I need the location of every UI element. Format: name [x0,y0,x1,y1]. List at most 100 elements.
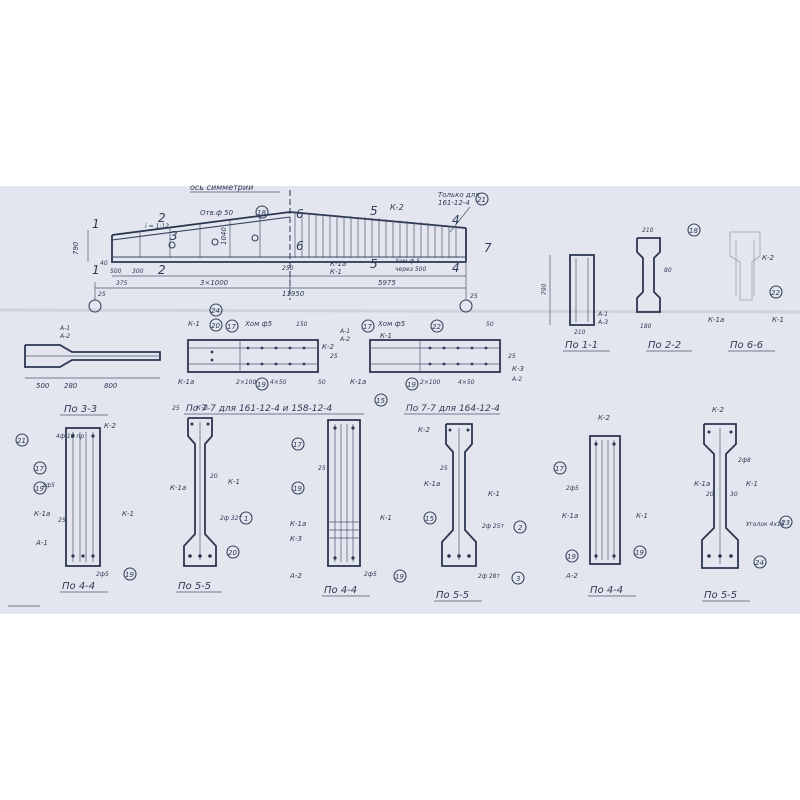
callout-17-mid-b: 17 [361,319,375,333]
s77b-label-k1: К-1 [380,332,392,340]
dim-1040: 1040 [220,227,228,245]
s77a-label-k2: К-2 [322,343,334,351]
s66-label-k1: К-1 [772,316,784,324]
cut-7: 7 [484,241,492,255]
section-5-5-c: К-2 К-1 К-1а 20 30 2ф8 Уголок 4х15 По 5-… [694,406,785,602]
svg-text:20: 20 [211,322,220,330]
s66-label-k2: К-2 [762,254,774,262]
axis-label: ось симметрии [190,183,253,192]
callout-20-mid: 20 [209,318,223,332]
callout-24-mid: 24 [209,303,223,317]
callouts: 21 18 18 22 24 17 20 19 17 22 19 15 21 1… [15,192,793,585]
axis-bubble-right [459,299,473,313]
dim-300: 300 [132,268,144,275]
cut-3: 3 [170,229,178,243]
s77a-dim-150: 150 [296,321,308,328]
s55c-note: Уголок 4х15 [746,521,785,528]
s55b-dim-2f25: 2ф 25т [482,523,504,530]
s11-title: По 1-1 [565,340,598,351]
s44b-title: По 4-4 [324,585,357,596]
svg-text:19: 19 [567,553,576,561]
cut-4-top: 4 [452,213,460,227]
svg-text:2: 2 [518,524,523,532]
svg-text:15: 15 [376,397,385,405]
callout-19-bottom-a: 19 [33,481,47,495]
svg-text:23: 23 [781,519,790,527]
s77b-label-k3: К-3 [512,365,524,373]
s55a-label-k1: К-1 [228,478,240,486]
svg-text:24: 24 [211,307,220,315]
cut-1-top: 1 [92,217,100,231]
s77a-label-a2: А-2 [339,336,350,343]
s77b-dim-2x100: 2×100 [420,379,440,386]
s22-dim-210: 210 [642,227,654,234]
s77a-dim-50: 50 [318,379,326,386]
s77a-label-k1: К-1 [188,320,200,328]
svg-text:22: 22 [432,323,441,331]
s77b-title: По 7-7 для 164-12-4 [406,404,500,414]
cut-5-top: 5 [370,204,378,218]
svg-text:19: 19 [395,573,404,581]
svg-text:19: 19 [635,549,644,557]
section-1-1: 790 210 А-1 А-3 По 1-1 [541,254,610,352]
s55b-dim-2f28: 2ф 28т [478,573,500,580]
s55c-label-k1: К-1 [746,480,758,488]
s55a-label-k2: К-2 [196,404,208,412]
s77a-label-a1: А-1 [339,328,350,335]
svg-text:19: 19 [407,381,416,389]
s44c-label-k2: К-2 [598,414,610,422]
s55c-label-k2: К-2 [712,406,724,414]
section-4-4-b: К-1 К-1а К-3 А-2 25 2ф5 По 4-4 [289,419,392,597]
s44c-dim-2f5: 2ф5 [566,485,579,492]
s77a-dim-4x50: 4×50 [270,379,287,386]
dim-25-left: 25 [98,291,106,298]
callout-21-top: 21 [475,192,489,206]
s33-dim-500: 500 [36,382,50,390]
dim-25-right: 25 [470,293,478,300]
dim-790: 790 [72,241,80,255]
s55c-dim-20: 20 [706,491,714,498]
svg-text:19: 19 [257,381,266,389]
note-only-for-code: 161-12-4 [438,199,470,207]
section-2-2: 210 80 180 По 2-2 [636,227,692,352]
svg-text:1: 1 [244,515,248,523]
callout-2-bottom: 2 [513,520,527,534]
callout-1-bottom: 1 [239,511,253,525]
s44a-label-a1: А-1 [35,539,48,547]
s77a-dim-25: 25 [330,353,338,360]
s77b-dim-4x50: 4×50 [458,379,475,386]
s55a-dim-2f32: 2ф 32т [220,515,242,522]
svg-text:20: 20 [228,549,237,557]
callout-22-bottom: 15 [423,511,437,525]
s44c-label-k1: К-1 [636,512,648,520]
callout-19-bottom-c: 19 [291,481,305,495]
s44a-dim-2f5: 2ф5 [42,482,55,489]
svg-text:17: 17 [227,323,236,331]
s22-dim-180: 180 [640,323,652,330]
s33-title: По 3-3 [64,404,97,415]
callout-23-bottom: 23 [779,515,793,529]
paper-fold [0,308,800,314]
callout-19-bottom-d: 19 [393,569,407,583]
s55a-dim-25: 25 [172,405,180,412]
s44b-label-k3: К-3 [290,535,302,543]
s77a-title: По 7-7 для 161-12-4 и 158-12-4 [186,404,332,414]
section-5-5-a: К-2 К-1 К-1а 25 20 2ф 32т По 5-5 [170,404,242,593]
callout-17-bottom-a: 17 [33,461,47,475]
s66-title: По 6-6 [730,340,763,351]
girder-top-chord [111,235,466,263]
s77b-dim-25: 25 [508,353,516,360]
s44a-dim-25: 25 [58,517,66,524]
s11-label-a3: А-3 [597,319,608,326]
note-only-for: Только для [438,191,479,199]
s44a-label-k1a: К-1а [34,510,50,518]
s77a-dim-2x100: 2×100 [236,379,256,386]
callout-20-bottom: 20 [226,545,240,559]
section-5-5-b: К-2 К-1 К-1а 25 2ф 25т 2ф 28т По 5-5 [418,423,504,602]
s33-dim-280: 280 [64,382,78,390]
note-cherez: через 500 [395,266,426,273]
s33-label-a1: А-1 [59,325,70,332]
section-4-4-c: К-2 К-1 К-1а А-2 2ф5 По 4-4 [562,414,648,597]
svg-text:17: 17 [363,323,372,331]
